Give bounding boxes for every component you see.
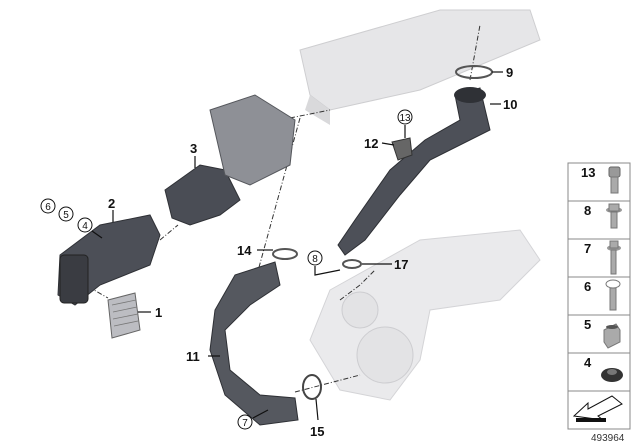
callout-17: 17: [394, 257, 408, 272]
flange-bolt-icon: [606, 203, 622, 229]
callout-13: 13: [399, 113, 411, 124]
callout-8: 8: [312, 254, 318, 265]
pan-head-screw-icon: [605, 279, 621, 311]
intercooler-housing: [299, 9, 541, 125]
cap-screw-icon: [608, 166, 621, 194]
assembly-line: [159, 224, 179, 241]
callout-6: 6: [45, 202, 51, 213]
legend-panel: 13 8 7 6 5 4: [567, 162, 631, 430]
legend-number-6: 6: [584, 279, 591, 294]
legend-number-8: 8: [584, 203, 591, 218]
legend-number-13: 13: [581, 165, 595, 180]
leader-lines: [91, 71, 503, 421]
assembly-line: [289, 109, 331, 119]
callout-12: 12: [364, 136, 378, 151]
air-filter-housing: [209, 94, 296, 186]
callout-15: 15: [310, 424, 324, 439]
callout-11: 11: [186, 349, 200, 364]
assembly-line: [294, 374, 361, 393]
callout-5: 5: [63, 210, 69, 221]
image-number: 493964: [591, 433, 625, 444]
callout-7: 7: [242, 418, 248, 429]
charge-pipe-part-11: [209, 261, 299, 426]
charge-pipe-part-10: [337, 87, 491, 256]
callout-4: 4: [82, 221, 88, 232]
assembly-line: [339, 269, 376, 301]
assembly-line: [469, 24, 481, 81]
spacer-sleeve-icon: [603, 323, 621, 349]
bracket-part-12: [391, 137, 413, 161]
air-duct-part-3: [164, 164, 241, 226]
callout-3: 3: [190, 141, 197, 156]
callout-9: 9: [506, 65, 513, 80]
callout-14: 14: [237, 243, 252, 258]
gasket-part-17: [342, 259, 362, 269]
direction-arrow-icon: [572, 395, 623, 422]
rubber-grommet-icon: [601, 368, 623, 382]
circled-callouts: 6 5 4 7 8 13: [40, 109, 413, 430]
callout-1: 1: [155, 305, 162, 320]
legend-number-5: 5: [584, 317, 591, 332]
gasket-part-14: [272, 248, 298, 260]
grille-part-1: [107, 292, 141, 339]
legend-number-7: 7: [584, 241, 591, 256]
flange-bolt-long-icon: [607, 240, 621, 275]
callout-10: 10: [503, 97, 517, 112]
turbocharger-manifold: [309, 229, 541, 401]
callout-2: 2: [108, 196, 115, 211]
seal-ring-part-15: [302, 374, 322, 400]
legend-number-4: 4: [584, 355, 592, 370]
